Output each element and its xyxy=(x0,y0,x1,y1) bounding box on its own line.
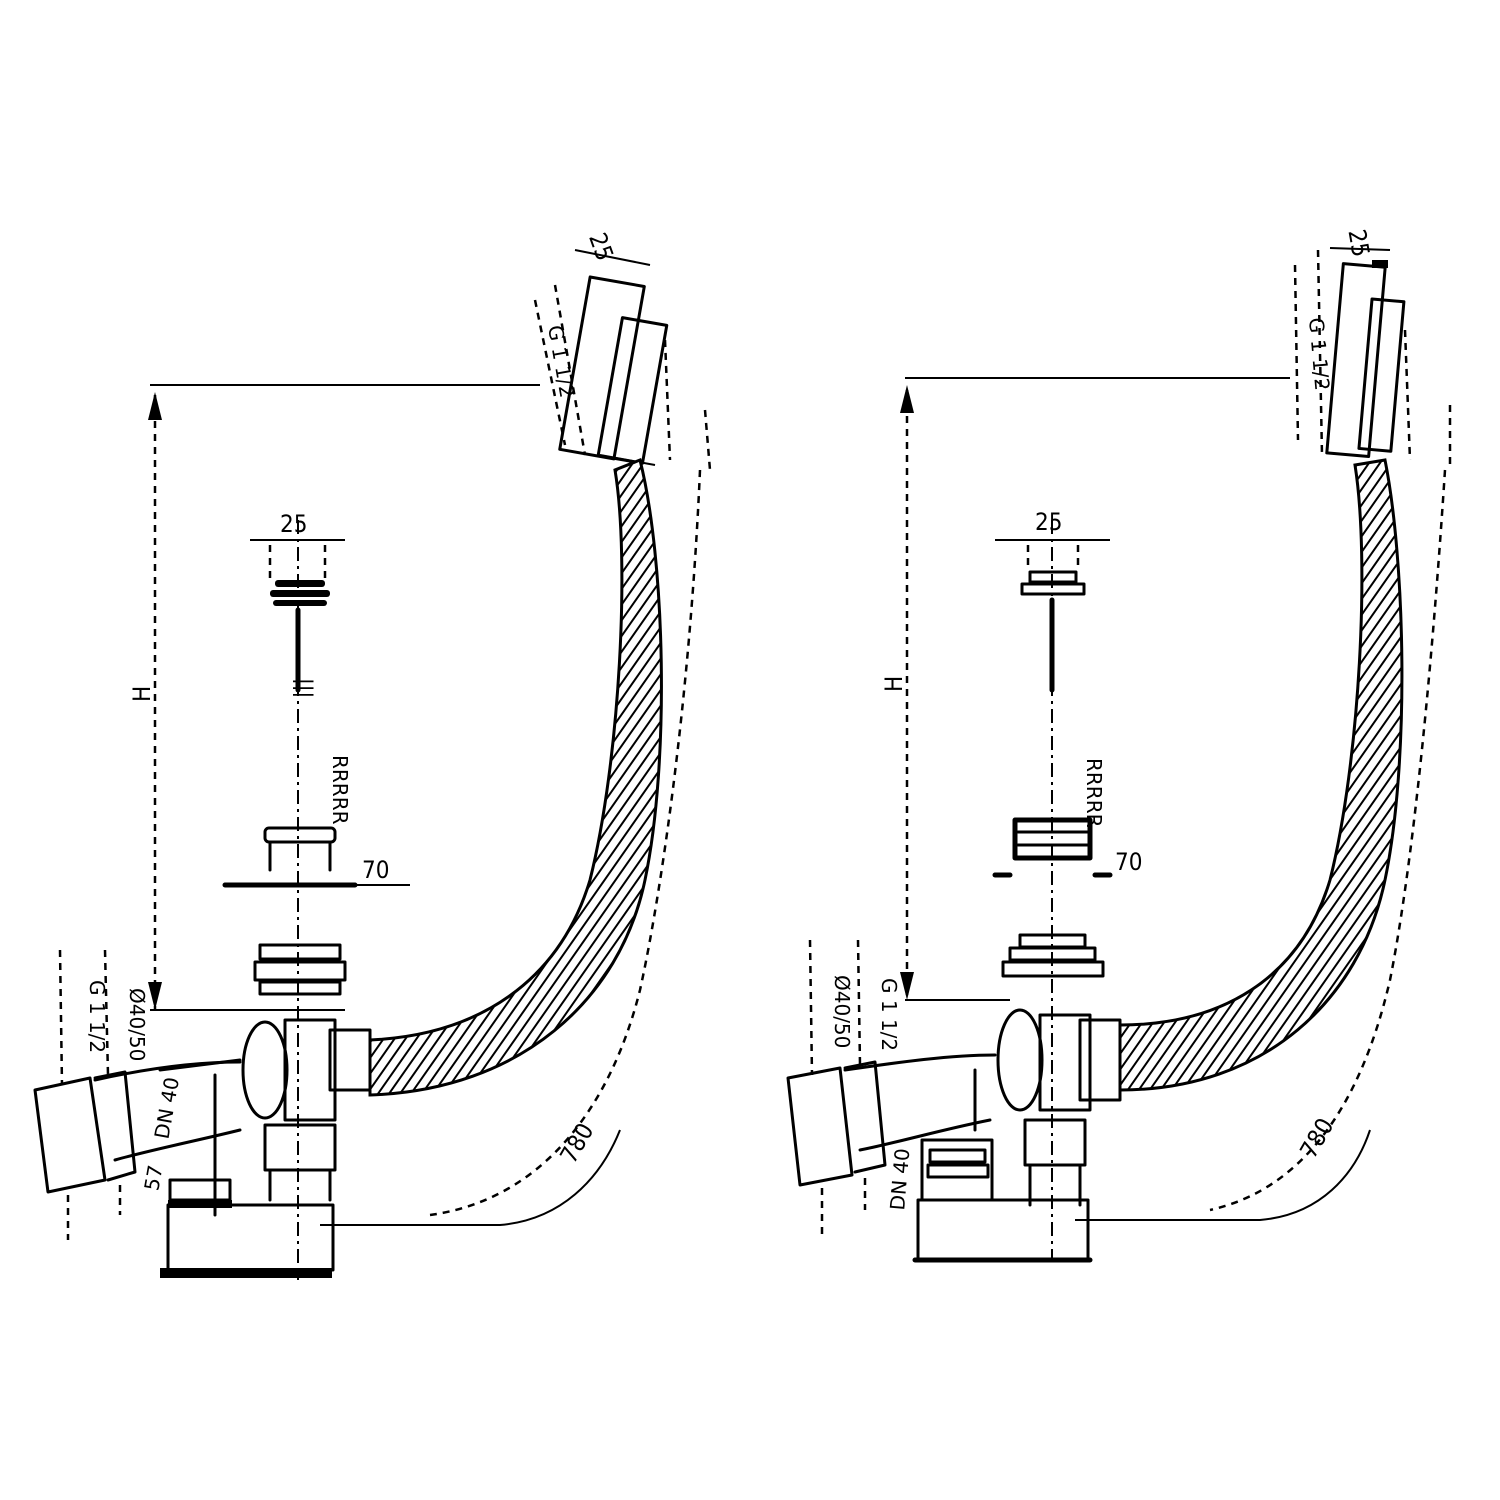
corrugated-hose xyxy=(368,457,663,1097)
flange-label-right: 70 xyxy=(1115,848,1142,876)
height-label: H xyxy=(128,686,156,702)
small-label-b: DN 40 xyxy=(150,1075,184,1140)
flange-label: 70 xyxy=(362,856,389,884)
small-label-a-right: DN 40 xyxy=(885,1147,914,1211)
svg-text:|||: ||| xyxy=(293,678,317,698)
height-label-right: H xyxy=(880,676,908,692)
stopper: 25 ||| RRRRR xyxy=(250,510,352,825)
overflow-side-label-right: G 1 1/2 xyxy=(1304,317,1334,392)
height-dimension-right: H xyxy=(880,377,1290,1001)
waste-label-b-right: G 1 1/2 xyxy=(877,978,901,1051)
waste-label-a: G 1 1/2 xyxy=(85,980,109,1053)
drain-flange: 70 xyxy=(222,826,410,996)
stopper-label-right: 25 xyxy=(1035,508,1062,536)
waste-outlet: G 1 1/2 Ø40/50 57 DN 40 xyxy=(33,949,184,1240)
trap-body-right xyxy=(843,1008,1122,1263)
left-view: H 25 G 1 1/2 780 xyxy=(33,229,712,1280)
overflow-head-right: 25 G 1 1/2 xyxy=(1293,227,1452,470)
drain-flange-right: 70 xyxy=(992,817,1142,978)
svg-text:RRRRR: RRRRR xyxy=(328,755,352,825)
height-dimension: H xyxy=(128,384,540,1011)
small-label-a: 57 xyxy=(139,1163,167,1192)
trap-body xyxy=(93,1018,372,1278)
length-dimension-right: 780 xyxy=(1075,469,1447,1221)
waste-label-b: Ø40/50 xyxy=(125,988,149,1061)
stopper-label: 25 xyxy=(280,510,307,538)
overflow-head: 25 G 1 1/2 xyxy=(533,229,712,471)
overflow-side-label: G 1 1/2 xyxy=(543,323,579,399)
waste-outlet-right: Ø40/50 G 1 1/2 DN 40 xyxy=(786,939,914,1235)
waste-label-a-right: Ø40/50 xyxy=(830,975,854,1048)
right-view: H 25 G 1 1/2 780 xyxy=(786,227,1452,1263)
overflow-top-label-right: 25 xyxy=(1342,227,1374,259)
length-label: 780 xyxy=(555,1118,600,1168)
overflow-top-label: 25 xyxy=(583,229,619,264)
svg-text:RRRRR: RRRRR xyxy=(1082,758,1106,828)
stopper-right: 25 RRRRR xyxy=(995,508,1110,828)
corrugated-hose-right xyxy=(1118,458,1404,1092)
